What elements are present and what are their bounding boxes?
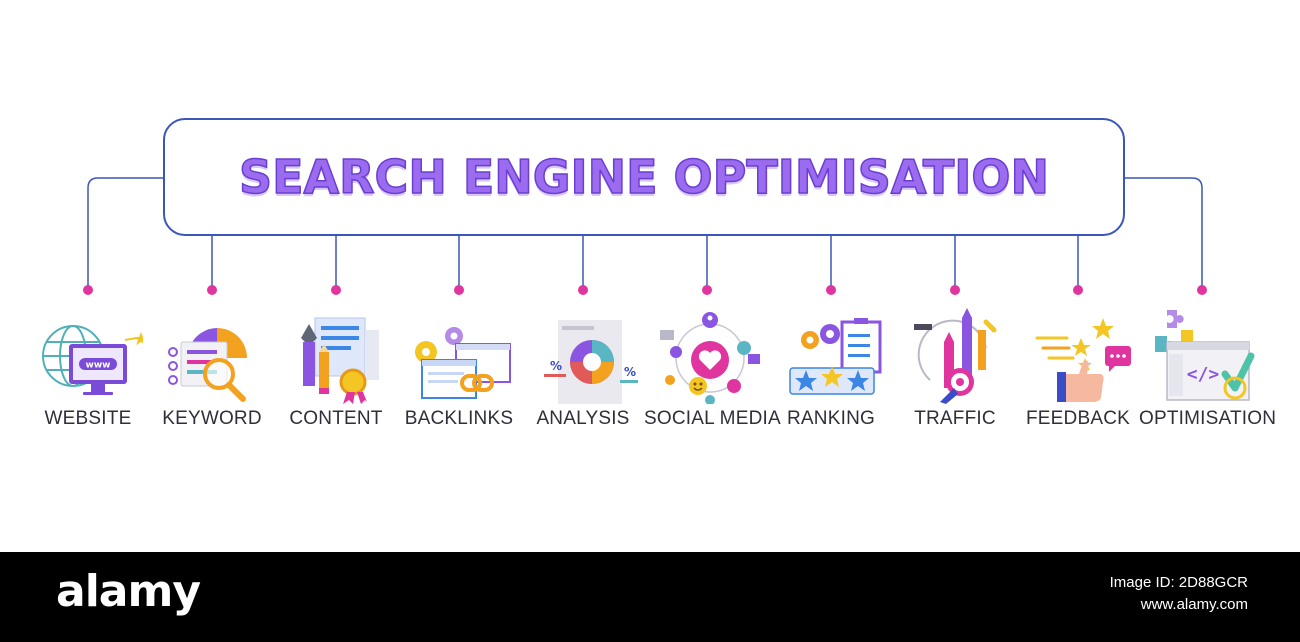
connector-dot [578,285,588,295]
connector-left-branch [87,177,163,290]
label-optimisation: OPTIMISATION [1139,408,1277,429]
percent-text: % [550,359,562,373]
connector-dot [454,285,464,295]
label-website: WEBSITE [44,408,132,429]
brand-logo: alamy [56,566,201,617]
node-social-media: SOCIAL MEDIA [644,308,781,430]
www-text: www [86,361,111,371]
node-content: CONTENT [273,308,399,430]
node-ranking: RANKING [768,308,894,430]
social-media-heart-network-icon [660,312,760,404]
code-text: </> [1187,364,1220,385]
title-box: SEARCH ENGINE OPTIMISATION [163,118,1125,236]
image-id-label: Image ID: 2D88GCR [1109,574,1248,591]
connector-dot [702,285,712,295]
ranking-stars-clipboard-icon [789,318,882,395]
source-url: www.alamy.com [1140,596,1248,613]
optimisation-code-check-icon: </> [1155,310,1255,401]
backlinks-chain-browser-icon [415,327,511,399]
connector-dot [826,285,836,295]
connector-dot [950,285,960,295]
percent-text: % [624,365,636,379]
feedback-thumbs-up-stars-icon [1035,318,1131,402]
node-backlinks: BACKLINKS [396,308,522,430]
page-title: SEARCH ENGINE OPTIMISATION [238,149,1050,205]
traffic-arrows-target-icon [914,308,997,404]
label-backlinks: BACKLINKS [404,408,514,429]
label-traffic: TRAFFIC [914,408,996,429]
diagram-stage: SEARCH ENGINE OPTIMISATION www WEBSITE [25,118,1277,430]
analysis-donut-report-icon: % % [544,320,638,404]
node-traffic: TRAFFIC [892,308,1018,430]
node-feedback: FEEDBACK [1015,308,1141,430]
label-social-media: SOCIAL MEDIA [644,408,781,429]
node-website: www WEBSITE [25,308,151,430]
connector-dot [1073,285,1083,295]
connector-lines [83,177,1207,295]
connector-right-branch [1125,177,1203,290]
label-feedback: FEEDBACK [1025,408,1130,429]
content-pen-pencil-award-icon [301,317,379,404]
connector-dot [331,285,341,295]
node-analysis: % % ANALYSIS [520,308,646,430]
watermark-footer: alamy Image ID: 2D88GCR www.alamy.com [0,552,1300,642]
node-keyword: KEYWORD [149,308,275,430]
image-id-block: Image ID: 2D88GCR www.alamy.com [1110,572,1248,616]
label-keyword: KEYWORD [162,408,262,429]
label-ranking: RANKING [787,408,875,429]
label-analysis: ANALYSIS [536,408,630,429]
connector-dot [83,285,93,295]
keyword-magnifier-chart-icon [168,328,247,402]
connector-dot [207,285,217,295]
connector-dot [1197,285,1207,295]
node-optimisation: </> OPTIMISATION [1139,308,1277,430]
label-content: CONTENT [289,408,383,429]
website-globe-monitor-icon: www [42,325,143,395]
